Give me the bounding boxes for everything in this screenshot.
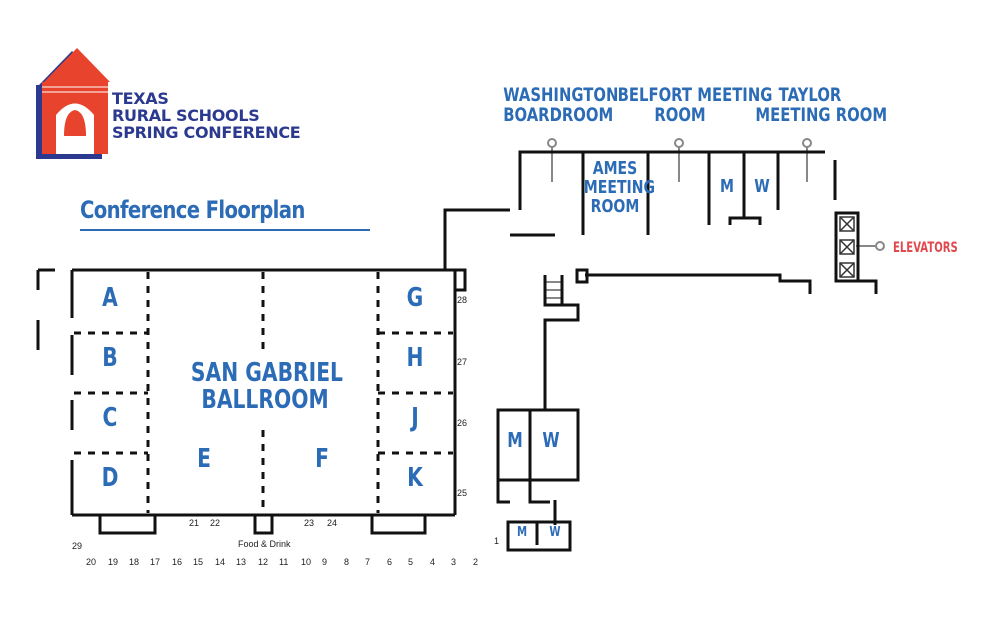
booth-number[interactable]: 10	[301, 557, 312, 567]
logo-text: TEXAS RURAL SCHOOLS SPRING CONFERENCE	[112, 89, 301, 142]
booth-number[interactable]: 11	[279, 557, 289, 567]
booth-number[interactable]: 27	[457, 357, 468, 367]
booth-number[interactable]: 7	[365, 557, 371, 567]
booth-number[interactable]: 14	[215, 557, 226, 567]
booth-number[interactable]: 28	[457, 295, 468, 305]
booth-number[interactable]: 3	[451, 557, 457, 567]
booth-number[interactable]: 25	[457, 488, 468, 498]
booth-number[interactable]: 26	[457, 418, 468, 428]
room-label-washington: WASHINGTON BOARDROOM	[503, 84, 619, 126]
restroom-women-small: W	[549, 525, 561, 540]
section-g[interactable]: G	[406, 283, 424, 313]
booth-number[interactable]: 18	[129, 557, 140, 567]
booth-number[interactable]: 13	[236, 557, 247, 567]
booth-number[interactable]: 2	[473, 557, 479, 567]
section-e[interactable]: E	[197, 444, 211, 474]
booth-number[interactable]: 23	[304, 518, 315, 528]
label-line: SAN GABRIEL	[190, 358, 343, 388]
restroom-women-lower: W	[542, 428, 560, 452]
booth-number[interactable]: 19	[108, 557, 119, 567]
label-line: TAYLOR	[778, 84, 842, 106]
booth-number[interactable]: 17	[150, 557, 161, 567]
section-b[interactable]: B	[102, 343, 118, 373]
booth-number[interactable]: 4	[430, 557, 436, 567]
walls	[36, 150, 878, 552]
label-line: ROOM	[654, 103, 706, 126]
restroom-women-upper: W	[754, 176, 770, 197]
section-j[interactable]: J	[411, 403, 419, 433]
restroom-men-small: M	[516, 525, 528, 540]
section-d[interactable]: D	[101, 463, 119, 493]
restroom-men-lower: M	[507, 428, 523, 452]
section-h[interactable]: H	[406, 343, 424, 373]
booth-number[interactable]: 1	[494, 536, 500, 546]
booth-number[interactable]: 9	[322, 557, 328, 567]
booth-number[interactable]: 12	[258, 557, 269, 567]
label-line: WASHINGTON	[503, 84, 619, 106]
booth-number[interactable]: 22	[210, 518, 221, 528]
booth-number[interactable]: 21	[189, 518, 200, 528]
label-line: BELFORT MEETING	[617, 84, 773, 106]
booth-number[interactable]: 6	[387, 557, 393, 567]
logo-line-3: SPRING CONFERENCE	[112, 123, 301, 142]
logo-line-2: RURAL SCHOOLS	[112, 106, 260, 125]
page-title: Conference Floorplan	[80, 196, 305, 224]
section-k[interactable]: K	[407, 463, 423, 493]
booth-number[interactable]: 5	[408, 557, 414, 567]
booth-number[interactable]: 20	[86, 557, 97, 567]
label-line: BOARDROOM	[503, 103, 614, 126]
restroom-men-upper: M	[720, 176, 734, 197]
partitions	[74, 272, 453, 513]
ballroom-label: SAN GABRIEL BALLROOM	[190, 358, 343, 416]
label-line: BALLROOM	[201, 385, 329, 416]
logo-bell-tower-icon	[36, 48, 110, 159]
room-label-belfort: BELFORT MEETING ROOM	[617, 84, 773, 126]
section-a[interactable]: A	[102, 283, 118, 313]
room-label-taylor: TAYLOR MEETING ROOM	[755, 84, 888, 126]
label-line: MEETING ROOM	[755, 103, 888, 126]
booth-number[interactable]: 29	[72, 541, 83, 551]
food-drink-label: Food & Drink	[238, 539, 291, 549]
title-underline	[80, 229, 370, 231]
label-line: AMES	[592, 158, 638, 179]
booth-number[interactable]: 16	[172, 557, 183, 567]
label-line: MEETING	[583, 176, 656, 198]
room-label-ames: AMES MEETING ROOM	[583, 158, 656, 217]
section-f[interactable]: F	[315, 444, 329, 474]
logo-line-1: TEXAS	[112, 89, 169, 108]
booth-number[interactable]: 15	[193, 557, 204, 567]
elevator-icons	[839, 216, 855, 278]
label-line: ROOM	[590, 195, 640, 217]
elevators-label: ELEVATORS	[893, 240, 958, 256]
booth-number[interactable]: 8	[344, 557, 350, 567]
section-c[interactable]: C	[102, 403, 118, 433]
booth-number[interactable]: 24	[327, 518, 338, 528]
